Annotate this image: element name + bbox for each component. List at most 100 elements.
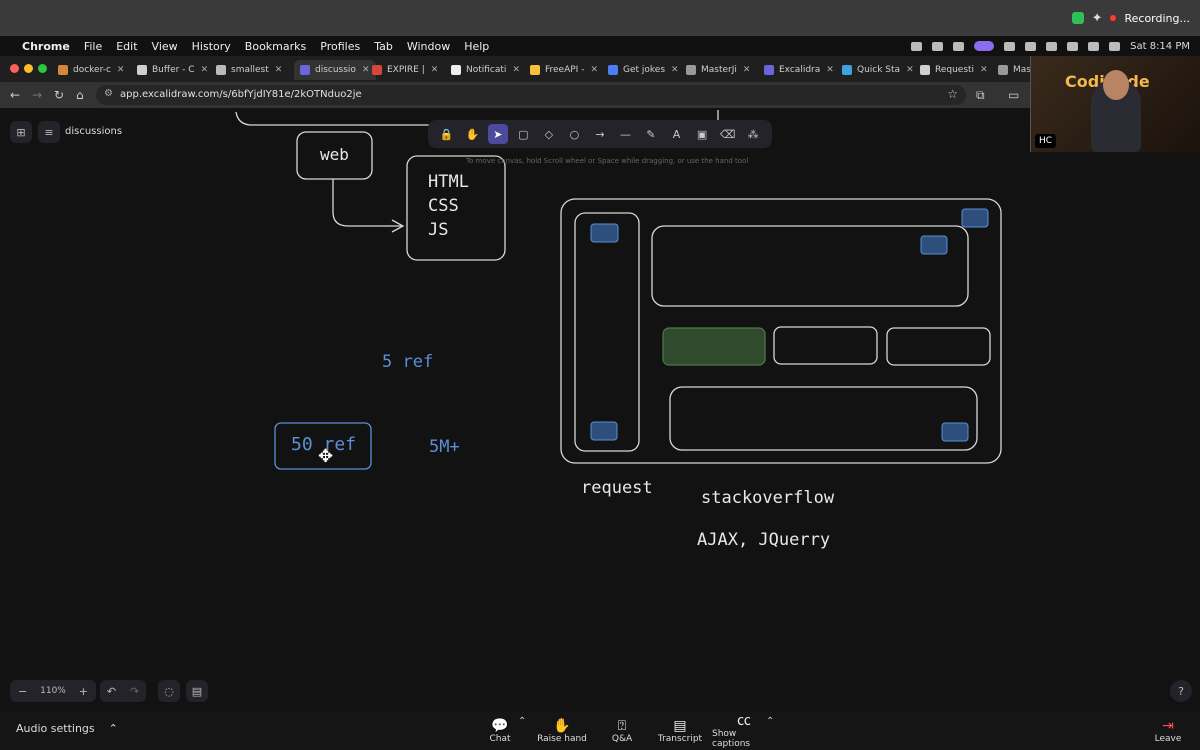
audio-settings-button[interactable]: Audio settings ⌃ — [16, 722, 118, 735]
back-icon[interactable]: ← — [10, 88, 21, 102]
browser-tab[interactable]: Excalidra✕ — [764, 60, 834, 80]
zoom-out-button[interactable]: − — [18, 684, 28, 698]
hand-icon[interactable]: ✋ — [465, 127, 480, 141]
browser-tab[interactable]: smallest✕ — [216, 60, 282, 80]
browser-tab[interactable]: discussio✕ — [294, 60, 376, 80]
browser-tab[interactable]: Notificati✕ — [451, 60, 520, 80]
site-settings-icon[interactable]: ⚙ — [104, 88, 113, 99]
help-button[interactable]: ? — [1170, 680, 1192, 702]
tab-close-icon[interactable]: ✕ — [980, 65, 988, 75]
tab-close-icon[interactable]: ✕ — [430, 65, 439, 75]
zoom-share-icon[interactable] — [974, 41, 995, 51]
browser-tab[interactable]: docker-c✕ — [58, 60, 124, 80]
menu-help[interactable]: Help — [464, 39, 490, 53]
tab-close-icon[interactable]: ✕ — [906, 65, 914, 75]
menu-chrome[interactable]: Chrome — [22, 39, 70, 53]
bookmark-star-icon[interactable]: ☆ — [947, 87, 958, 101]
label-5-ref[interactable]: 5 ref — [382, 352, 434, 372]
browser-tab[interactable]: Requesti✕ — [920, 60, 988, 80]
tab-close-icon[interactable]: ✕ — [590, 65, 598, 75]
tab-favicon-icon — [300, 65, 310, 75]
tab-close-icon[interactable]: ✕ — [826, 65, 834, 75]
pencil-icon[interactable]: ✎ — [646, 127, 656, 141]
redo-button[interactable]: ↷ — [129, 684, 140, 698]
label-50-ref[interactable]: 50 ref — [291, 434, 357, 455]
status-icon[interactable] — [1046, 41, 1058, 51]
sidebar-icon[interactable]: ▭ — [1008, 88, 1020, 102]
bluetooth-icon[interactable] — [1067, 41, 1079, 51]
shapes-icon[interactable]: ⁂ — [747, 127, 759, 141]
url-field[interactable]: ⚙ app.excalidraw.com/s/6bfYjdIY81e/2kOTN… — [96, 85, 966, 105]
label-stack[interactable]: HTML CSS JS — [428, 170, 469, 242]
chat-button[interactable]: 💬 Chat — [484, 712, 516, 750]
selection-icon[interactable]: ➤ — [487, 124, 508, 144]
zoom-level[interactable]: 110% — [40, 686, 66, 696]
browser-tab[interactable]: Quick Sta✕ — [842, 60, 914, 80]
status-icon[interactable] — [1025, 41, 1037, 51]
forward-icon[interactable]: → — [32, 88, 43, 102]
menu-tab[interactable]: Tab — [374, 39, 393, 53]
wifi-icon[interactable] — [1088, 41, 1100, 51]
undo-button[interactable]: ↶ — [106, 684, 117, 698]
menu-edit[interactable]: Edit — [116, 39, 138, 53]
extensions-icon[interactable]: ⧉ — [976, 88, 985, 102]
captions-options-chevron-icon[interactable]: ⌃ — [766, 716, 775, 727]
maximize-window-icon[interactable] — [38, 64, 47, 73]
tab-close-icon[interactable]: ✕ — [512, 65, 520, 75]
line-icon[interactable]: — — [619, 127, 631, 141]
menu-window[interactable]: Window — [406, 39, 451, 53]
browser-tab[interactable]: MasterJi✕ — [686, 60, 750, 80]
lock-icon[interactable]: 🔒 — [439, 127, 454, 141]
arrow-icon[interactable]: → — [595, 127, 605, 141]
ellipse-icon[interactable]: ○ — [569, 127, 580, 141]
chat-options-chevron-icon[interactable]: ⌃ — [518, 716, 527, 727]
zoom-in-button[interactable]: + — [78, 684, 88, 698]
menu-bookmarks[interactable]: Bookmarks — [244, 39, 307, 53]
tab-close-icon[interactable]: ✕ — [274, 65, 283, 75]
excalidraw-canvas[interactable]: web HTML CSS JS 5 ref 50 ref ✥ 5M+ reque… — [0, 108, 1200, 712]
reload-icon[interactable]: ↻ — [54, 88, 65, 102]
menu-file[interactable]: File — [83, 39, 103, 53]
tab-close-icon[interactable]: ✕ — [116, 65, 125, 75]
browser-tab[interactable]: Get jokes✕ — [608, 60, 679, 80]
home-icon[interactable]: ⌂ — [76, 88, 84, 102]
rectangle-icon[interactable]: ▢ — [518, 127, 529, 141]
label-ajax-jquerry[interactable]: AJAX, JQuerry — [697, 530, 831, 550]
tab-close-icon[interactable]: ✕ — [742, 65, 751, 75]
raise-hand-button[interactable]: ✋ Raise hand — [537, 712, 587, 750]
comment-button[interactable]: ◌ — [158, 680, 180, 702]
show-captions-button[interactable]: ㏄ Show captions — [712, 712, 776, 750]
tab-close-icon[interactable]: ✕ — [361, 65, 370, 75]
browser-tab[interactable]: FreeAPI -✕ — [530, 60, 598, 80]
library-toggle-button[interactable]: ⊞ — [10, 121, 32, 143]
menu-profiles[interactable]: Profiles — [320, 39, 361, 53]
browser-tab[interactable]: Buffer - C✕ — [137, 60, 208, 80]
label-stackoverflow[interactable]: stackoverflow — [701, 488, 835, 508]
menu-view[interactable]: View — [151, 39, 178, 53]
tab-close-icon[interactable]: ✕ — [200, 65, 209, 75]
menubar-clock[interactable]: Sat 8:14 PM — [1130, 40, 1190, 52]
main-menu-button[interactable]: ≡ — [38, 121, 60, 143]
browser-tab[interactable]: EXPIRE |✕ — [372, 60, 438, 80]
presentation-button[interactable]: ▤ — [186, 680, 208, 702]
close-window-icon[interactable] — [10, 64, 19, 73]
status-icon[interactable] — [911, 41, 923, 51]
eraser-icon[interactable]: ⌫ — [719, 127, 736, 141]
label-web[interactable]: web — [320, 145, 349, 164]
status-icon[interactable] — [953, 41, 965, 51]
control-center-icon[interactable] — [1109, 41, 1121, 51]
diamond-icon[interactable]: ◇ — [544, 127, 554, 141]
board-name[interactable]: discussions — [65, 126, 123, 137]
text-icon[interactable]: A — [672, 127, 681, 141]
qa-button[interactable]: ⍰ Q&A — [608, 712, 636, 750]
minimize-window-icon[interactable] — [24, 64, 33, 73]
leave-button[interactable]: ⇥ Leave — [1152, 712, 1184, 750]
status-icon[interactable] — [1004, 41, 1016, 51]
status-icon[interactable] — [932, 41, 944, 51]
label-request[interactable]: request — [581, 478, 653, 498]
transcript-button[interactable]: ▤ Transcript — [657, 712, 703, 750]
image-icon[interactable]: ▣ — [696, 127, 708, 141]
menu-history[interactable]: History — [191, 39, 231, 53]
tab-close-icon[interactable]: ✕ — [671, 65, 679, 75]
label-5m-plus[interactable]: 5M+ — [429, 437, 460, 457]
